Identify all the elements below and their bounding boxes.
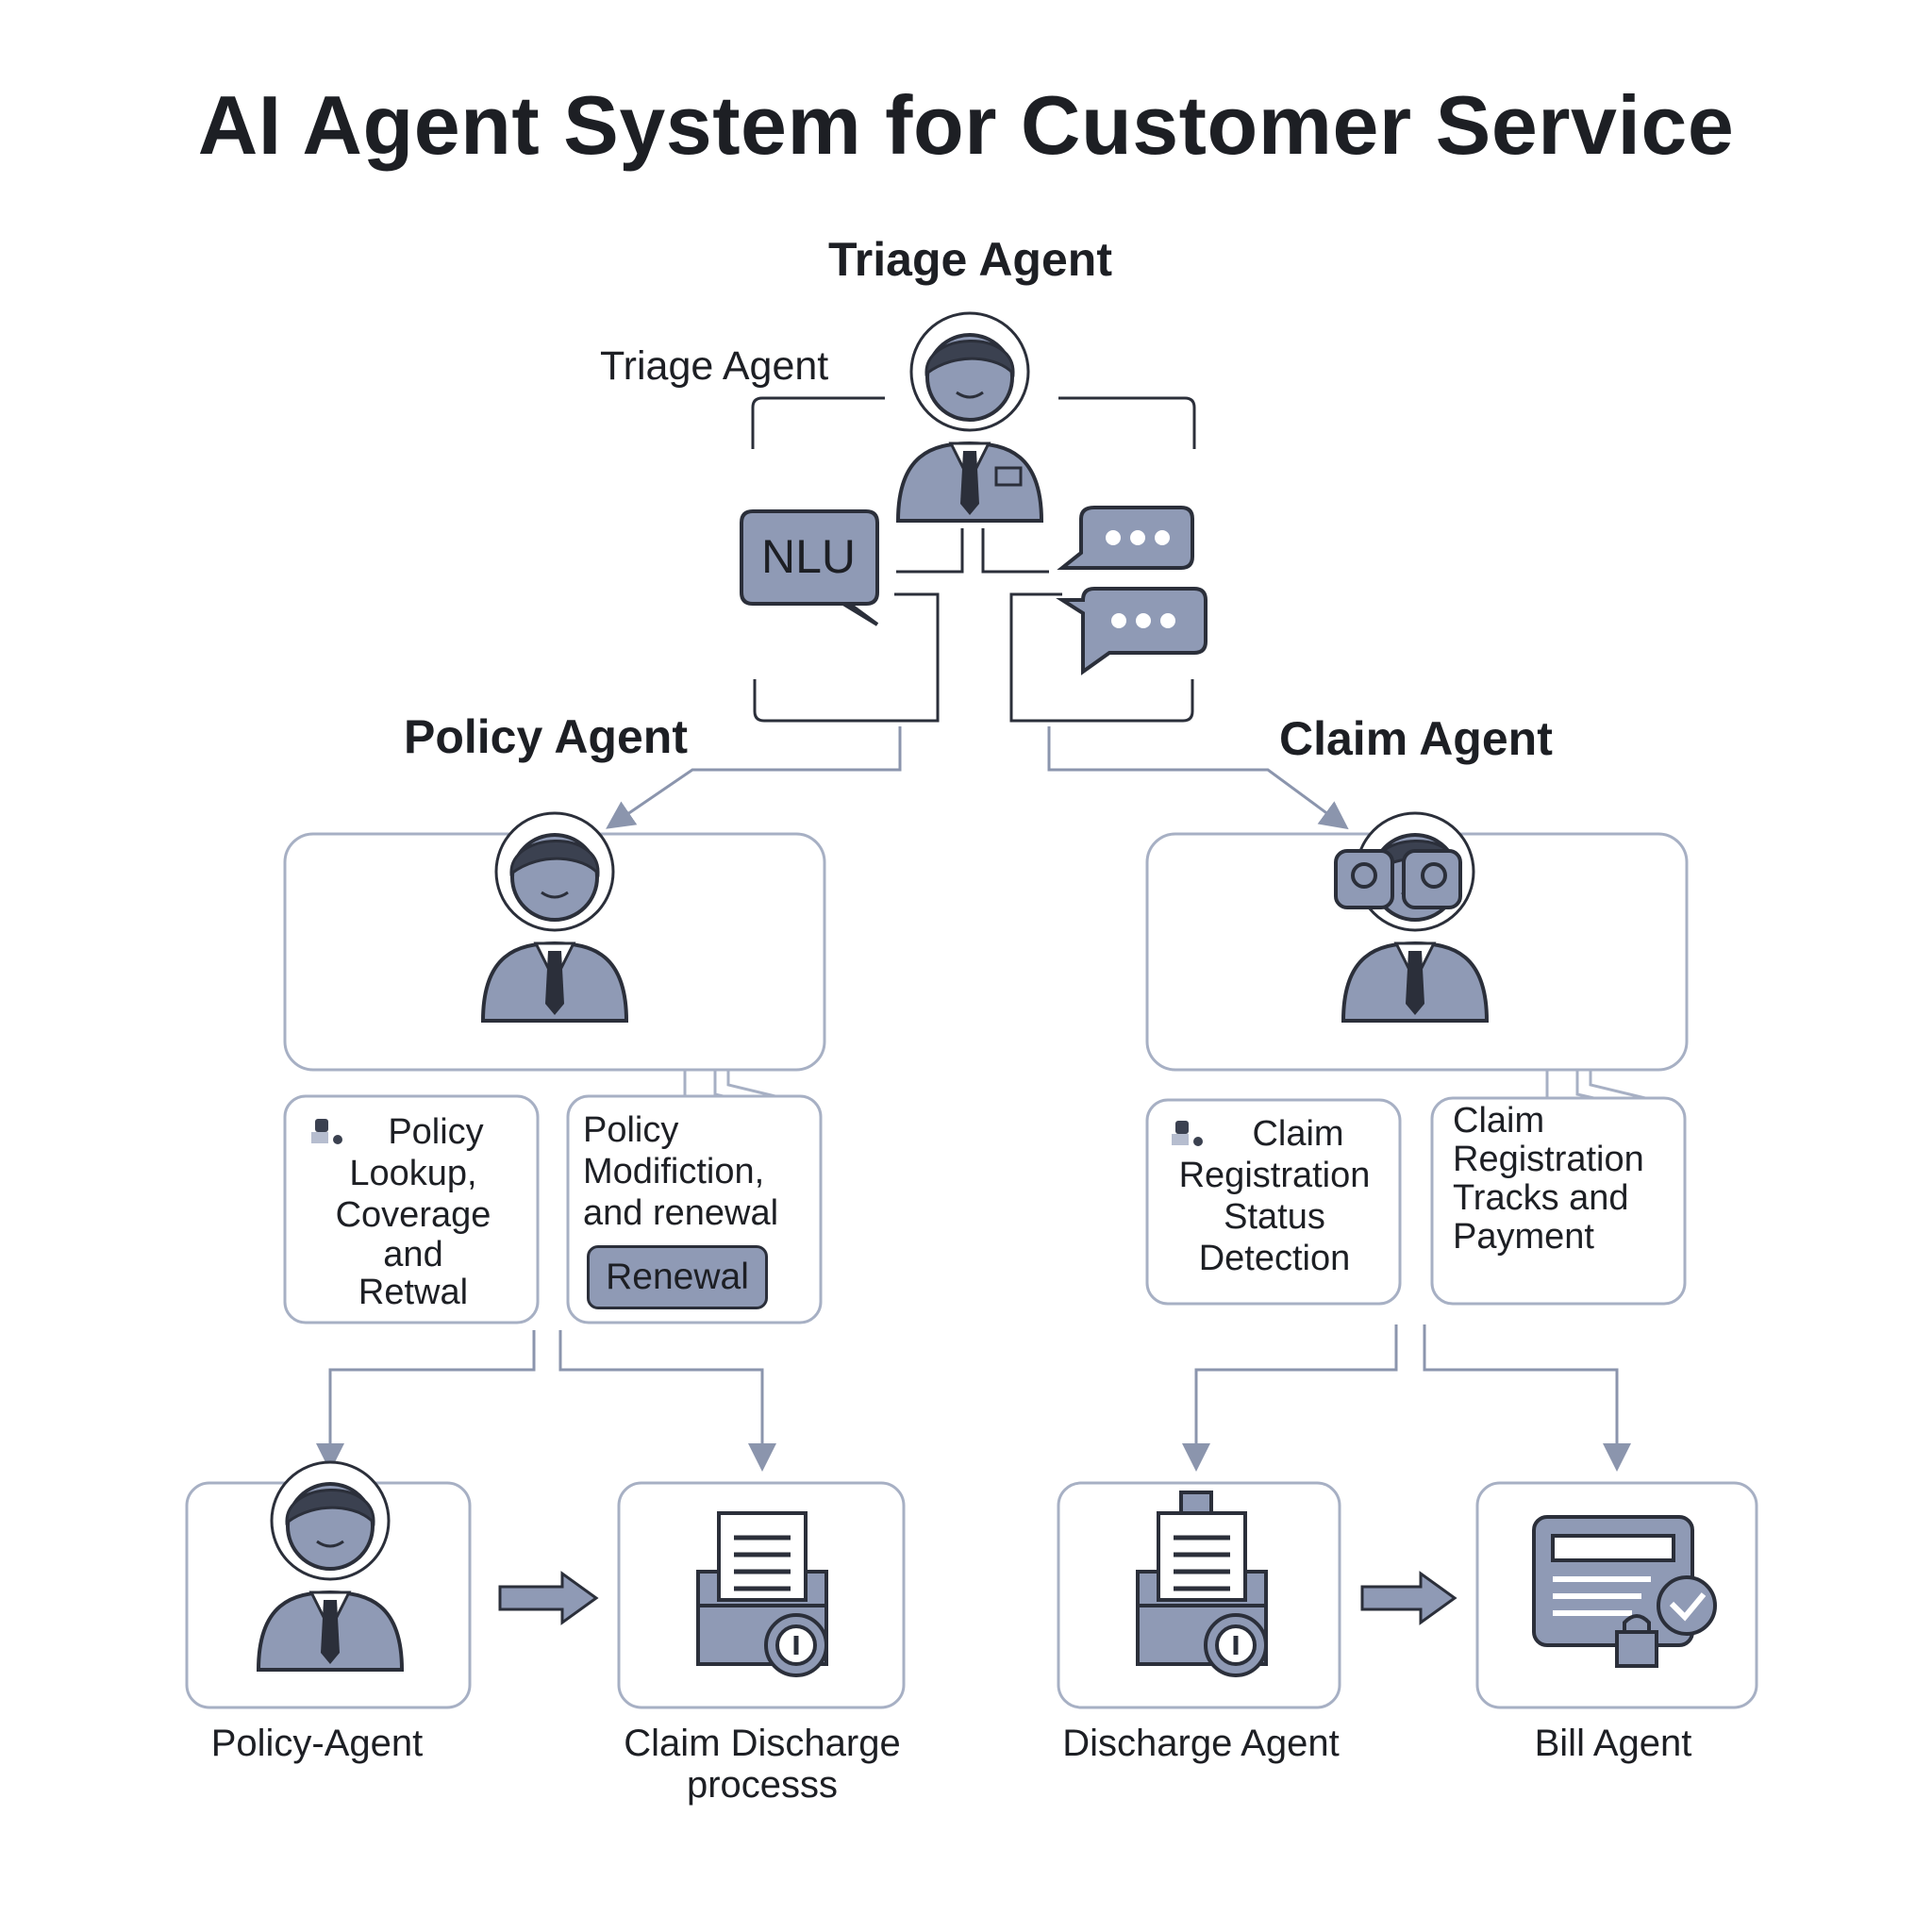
document-folder-icon-2: [1138, 1491, 1266, 1675]
policy-card-1-line: Coverage: [335, 1195, 491, 1235]
policy-card-1: [283, 1094, 540, 1324]
claim-discharge-label: Claim Discharge processs: [604, 1723, 921, 1806]
claim-card-1-line: Detection: [1198, 1239, 1351, 1278]
claim-discharge-line: Claim Discharge: [624, 1723, 901, 1764]
claim-card-2-text: Claim Registration Tracks and Payment: [1453, 1102, 1679, 1257]
claim-card-2-line: Payment: [1453, 1217, 1594, 1257]
claim-card-2-line: Claim: [1453, 1101, 1545, 1141]
policy-card-2-line: Policy: [583, 1110, 679, 1150]
claim-card-1-text: Claim Registration Status Detection: [1158, 1113, 1391, 1279]
claim-card-1-line: Registration: [1178, 1156, 1371, 1195]
triage-person-icon: [896, 311, 1043, 523]
page-title: AI Agent System for Customer Service: [197, 78, 1735, 172]
claim-card-2-line: Tracks and: [1453, 1178, 1629, 1218]
headset-person-icon: [1334, 811, 1489, 1023]
right-arrow-icon-1: [498, 1571, 599, 1625]
policy-card-1-line: Policy: [388, 1112, 484, 1152]
nlu-chat-bubble-icon: [740, 509, 879, 626]
renewal-button[interactable]: Renewal: [587, 1245, 768, 1309]
discharge-agent-label: Discharge Agent: [1062, 1723, 1340, 1764]
claim-card-2-line: Registration: [1453, 1140, 1644, 1179]
right-arrow-icon-2: [1360, 1571, 1457, 1625]
policy-card-1-line: Retwal: [358, 1273, 469, 1312]
claim-discharge-line: processs: [686, 1764, 839, 1806]
policy-heading: Policy Agent: [404, 710, 688, 763]
policy-card-2-text: Policy Modifiction, and renewal: [583, 1109, 819, 1234]
claim-card-glyph-icon: [1172, 1121, 1203, 1146]
policy-card-2-line: and renewal: [583, 1193, 779, 1233]
claim-heading: Claim Agent: [1279, 712, 1553, 765]
claim-card-2: [1430, 1096, 1687, 1306]
policy-agent-label: Policy-Agent: [210, 1723, 424, 1764]
triage-connectors: [751, 396, 1196, 723]
triage-heading: Triage Agent: [828, 233, 1112, 286]
bill-icon: [1532, 1515, 1717, 1668]
claim-card-1-line: Claim: [1252, 1114, 1344, 1154]
bill-agent-label: Bill Agent: [1534, 1723, 1692, 1764]
policy-card-1-text: Policy Lookup, Coverage and Retwal: [296, 1111, 530, 1311]
policy-card-2-line: Modifiction,: [583, 1152, 765, 1191]
triage-side-label: Triage Agent: [600, 343, 829, 389]
chat-bubble-icon-1: [1057, 506, 1194, 570]
claim-card-1: [1145, 1098, 1402, 1306]
claim-card-1-line: Status: [1224, 1197, 1325, 1237]
branch-connectors: [606, 726, 1349, 830]
policy-card-1-line: and: [383, 1235, 443, 1274]
document-folder-icon-1: [698, 1513, 826, 1675]
nlu-label: NLU: [760, 530, 857, 583]
bottom-connectors: [316, 1324, 1631, 1472]
chat-bubble-icon-2: [1056, 587, 1208, 675]
policy-card-glyph-icon: [311, 1119, 342, 1144]
policy-card-1-line: Lookup,: [349, 1154, 477, 1193]
